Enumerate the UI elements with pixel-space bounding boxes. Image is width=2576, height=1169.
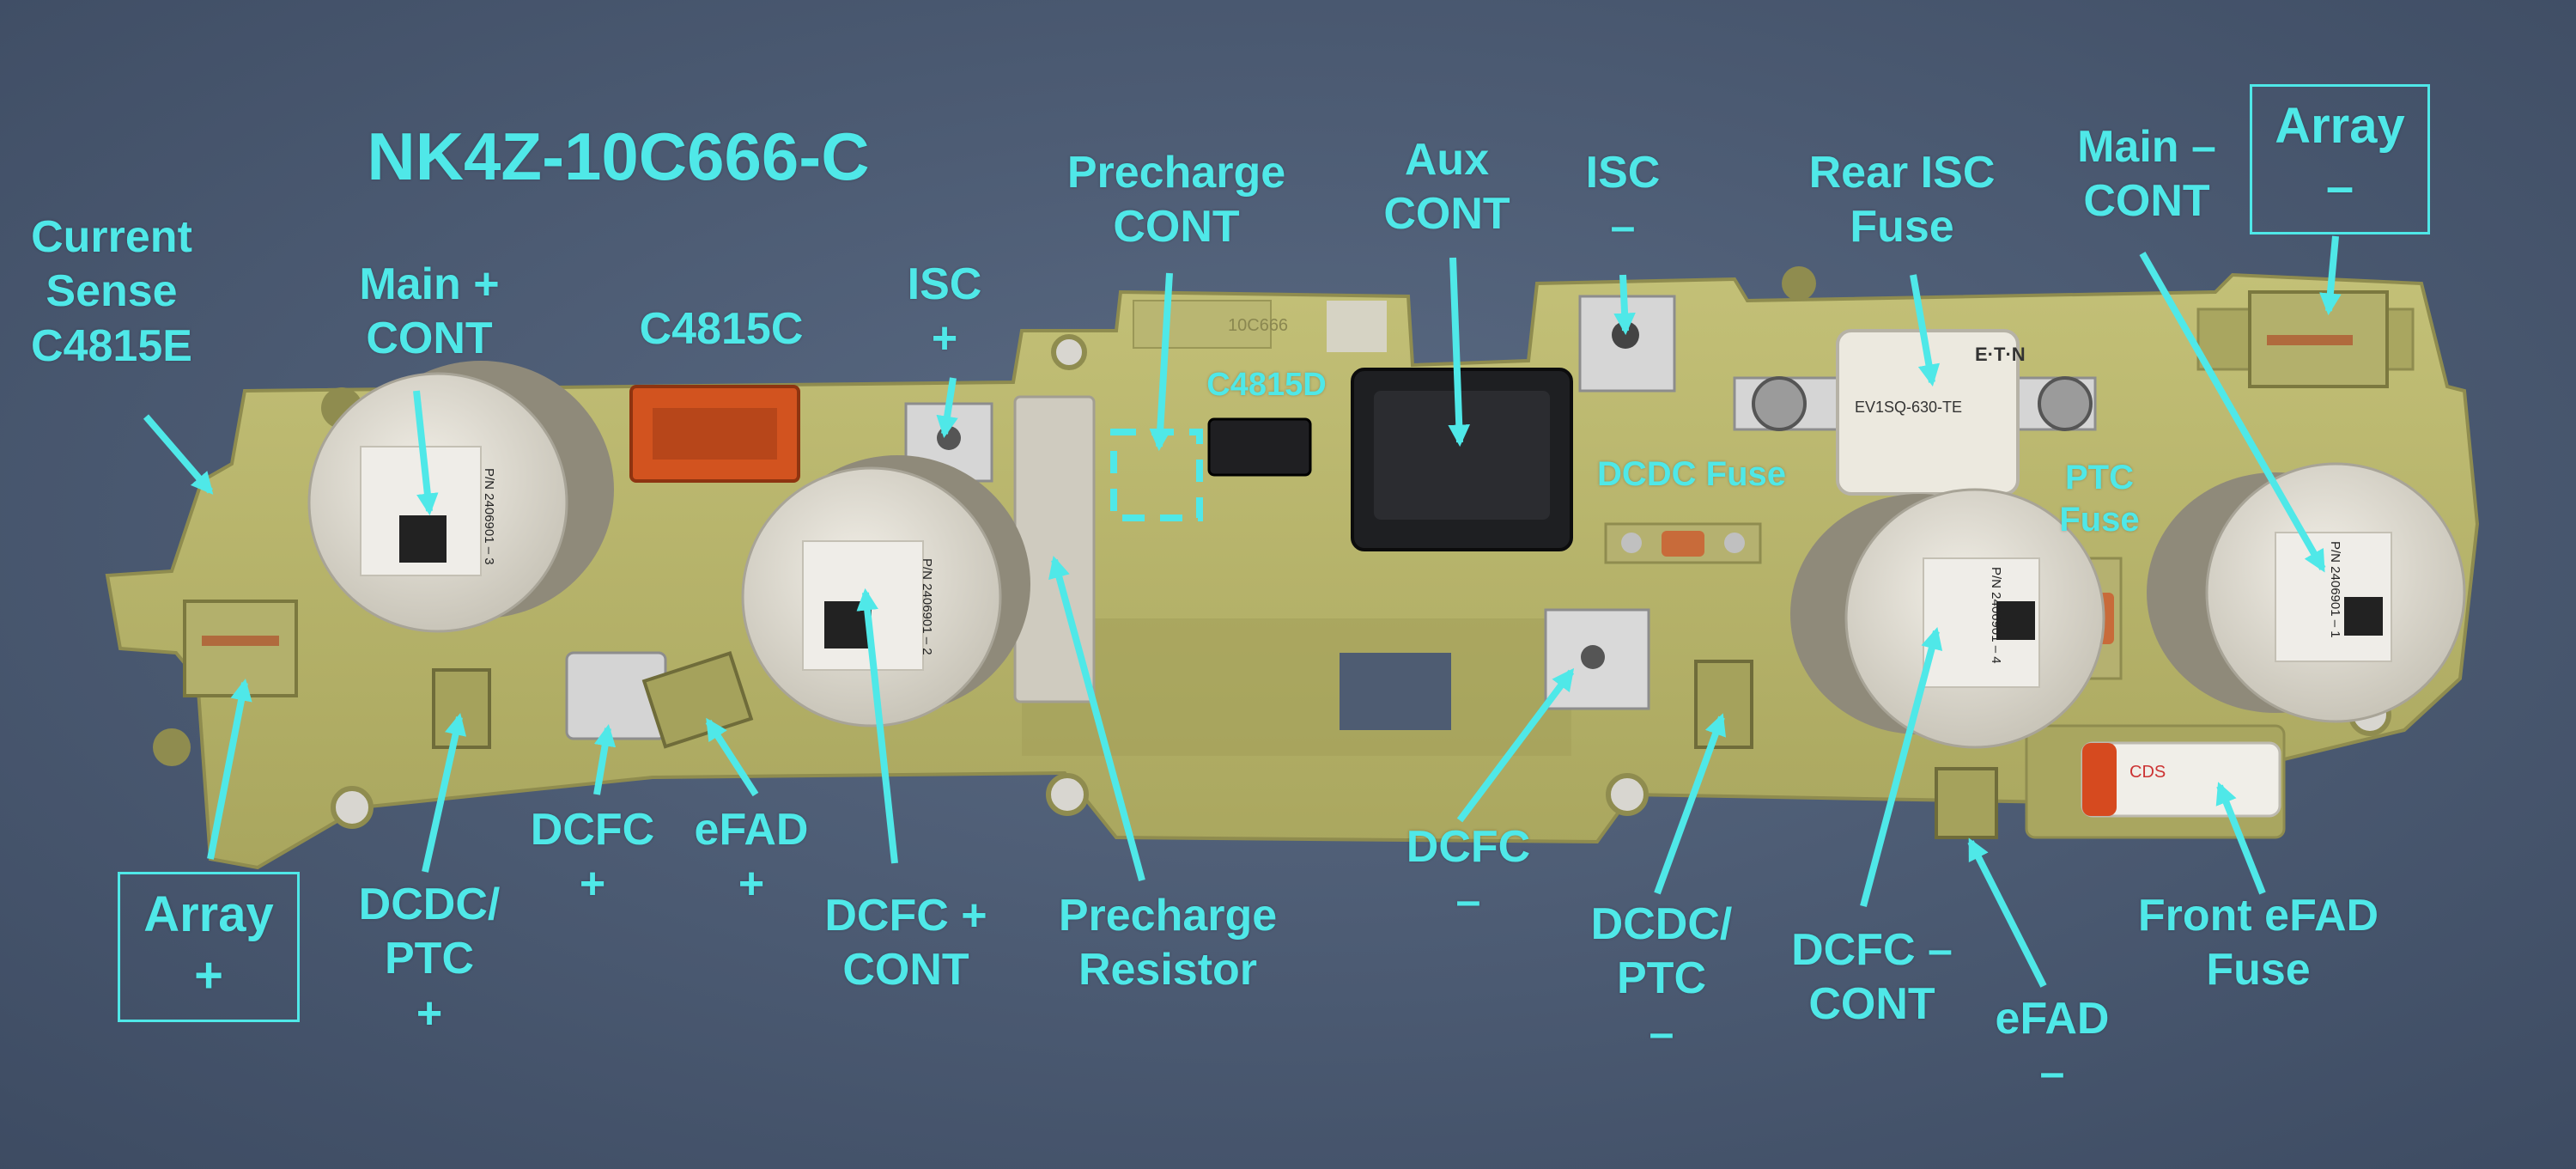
arrow-rear-isc-fuse [1910,274,1941,387]
current-sense-label: Current Sense C4815E [31,212,192,371]
dcdc-ptc-plus-connector [432,668,491,749]
connector-c4815d [1207,417,1312,477]
arrow-isc-plus [936,377,958,439]
arrow-dcfc-minus [1456,667,1575,823]
dcdc-fuse-label: DCDC Fuse [1596,455,1787,493]
arrow-main-plus-cont [413,390,439,516]
dcfc-minus-contactor: P/N 2406901 – 4 [1790,488,2105,749]
part-number-label: NK4Z-10C666-C [367,119,870,194]
arrow-array-minus [2319,235,2342,316]
arrow-dcdc-ptc-minus [1654,713,1726,895]
arrow-dcfc-plus-cont [856,588,898,864]
contactor-pn-4: P/N 2406901 – 1 [2328,541,2342,638]
isc-minus-label: ISC – [1585,148,1661,253]
dcfc-plus-cont-label: DCFC + CONT [824,891,987,995]
efad-minus-connector [1935,767,1998,839]
dcfc-minus-label: DCFC – [1406,822,1531,927]
efad-fuse-text: CDS [2129,763,2166,782]
arrow-aux-cont [1448,257,1471,448]
dcdc-ptc-plus-label: DCDC/ PTC + [358,880,501,1038]
contactor-pn-1: P/N 2406901 – 3 [482,468,496,565]
rear-isc-fuse: E·T·N EV1SQ-630-TE [1733,329,2097,496]
housing-mark-text: 10C666 [1228,316,1288,335]
main-minus-cont-label: Main – CONT [2077,122,2216,227]
arrow-dcdc-ptc-plus [422,713,467,873]
dcdc-ptc-minus-label: DCDC/ PTC – [1590,899,1733,1058]
efad-minus-label: eFAD – [1995,994,2110,1099]
main-minus-contactor: P/N 2406901 – 1 [2147,462,2466,723]
connector-c4815c [629,385,800,483]
arrow-dcfc-minus-cont [1860,627,1943,908]
c4815d-label: C4815D [1206,367,1327,403]
array-minus-label: Array – [2275,98,2405,215]
dcfc-minus-cont-label: DCFC – CONT [1791,925,1953,1030]
fuse-model-text: EV1SQ-630-TE [1855,399,1962,416]
annotation-arrows [143,235,2342,988]
array-minus-box [2250,84,2430,234]
front-efad-fuse-label: Front eFAD Fuse [2137,891,2379,995]
dcfc-plus-label: DCFC + [530,805,655,910]
arrow-precharge-resistor [1048,556,1145,882]
dcdc-fuse [1604,522,1762,564]
arrow-dcfc-plus [593,723,617,795]
ptc-fuse-label: PTC Fuse [2059,459,2140,539]
arrow-precharge-cont [1149,272,1173,452]
isc-plus-label: ISC + [907,259,982,364]
precharge-cont-label: Precharge CONT [1066,148,1286,253]
arrow-array-plus [207,678,252,860]
c4815c-label: C4815C [639,304,804,354]
precharge-resistor-label: Precharge Resistor [1058,891,1278,995]
arrow-efad-minus [1967,837,2047,988]
aux-cont-label: Aux CONT [1383,135,1510,240]
arrow-current-sense [143,414,214,495]
rear-isc-fuse-label: Rear ISC Fuse [1808,148,1996,253]
arrow-front-efad-fuse [2215,782,2266,895]
array-plus-label: Array + [143,886,274,1003]
array-plus-terminal [183,600,298,697]
contactor-pn-3: P/N 2406901 – 4 [1989,567,2003,664]
efad-plus-label: eFAD + [694,805,809,910]
arrow-isc-minus [1613,274,1636,336]
arrow-main-minus-cont [2139,252,2326,573]
arrow-efad-plus [705,717,759,797]
aux-contactor [1351,368,1573,551]
contactor-pn-2: P/N 2406901 – 2 [920,558,934,655]
main-plus-cont-label: Main + CONT [359,259,500,364]
dcdc-ptc-minus-connector [1694,660,1753,749]
front-efad-fuse: CDS [2025,724,2286,839]
array-plus-box [118,872,300,1022]
fuse-brand-text: E·T·N [1975,344,2026,365]
